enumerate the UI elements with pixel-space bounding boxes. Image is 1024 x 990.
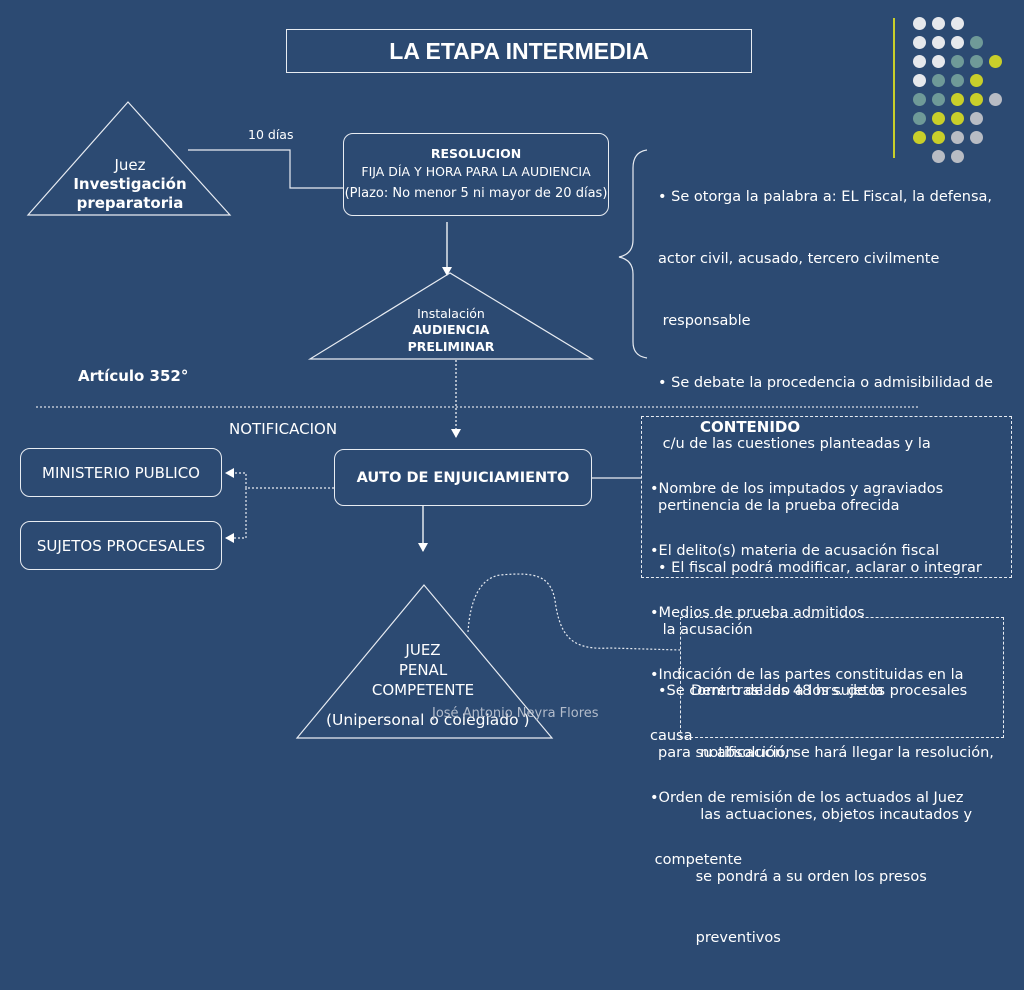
audiencia-triangle — [307, 272, 595, 360]
bullet-line: para su absolución — [658, 745, 795, 762]
contenido-line: •El delito(s) materia de acusación fisca… — [650, 542, 940, 559]
sujetos-procesales-box: SUJETOS PROCESALES — [20, 521, 222, 570]
audiencia-instalacion: Instalación — [417, 306, 485, 321]
juez-penal-line1: JUEZ — [405, 641, 441, 659]
contenido-line: •Medios de prueba admitidos — [650, 604, 865, 621]
dentro-box: Dentro de las 48 hrs. de la notificación… — [680, 617, 1004, 946]
dot — [989, 93, 1002, 106]
juez-penal-line4: (Unipersonal o colegiado ) — [326, 711, 530, 729]
diagram-connectors — [26, 101, 918, 739]
dentro-line: se pondrá a su orden los presos — [691, 868, 927, 885]
dot — [913, 112, 926, 125]
dot — [932, 131, 945, 144]
dot — [970, 36, 983, 49]
bullet-line: c/u de las cuestiones planteadas y la — [658, 436, 931, 453]
resolucion-heading: RESOLUCION — [430, 145, 522, 161]
contenido-line: •Indicación de las partes constituidas e… — [650, 666, 964, 683]
dot — [932, 55, 945, 68]
dot — [970, 131, 983, 144]
investigacion-subtitle: preparatoria — [76, 193, 184, 212]
dot — [932, 17, 945, 30]
dot — [913, 55, 926, 68]
dot — [932, 150, 945, 163]
decorative-vertical-line — [893, 18, 895, 158]
page-title: LA ETAPA INTERMEDIA — [286, 29, 752, 73]
dot — [951, 150, 964, 163]
investigacion-title: Investigación — [73, 174, 187, 193]
juez-penal-line3: COMPETENTE — [371, 680, 475, 699]
dot — [913, 74, 926, 87]
dot — [951, 36, 964, 49]
investigacion-juez: Juez — [114, 156, 146, 174]
bullet-line: • El fiscal podrá modificar, aclarar o i… — [658, 559, 982, 576]
investigacion-triangle — [26, 101, 232, 216]
plazo-label: 10 días — [248, 127, 294, 142]
bullet-line: • Se otorga la palabra a: EL Fiscal, la … — [658, 189, 993, 206]
contenido-line: •Nombre de los imputados y agraviados — [650, 481, 944, 498]
ministerio-publico-box: MINISTERIO PUBLICO — [20, 448, 222, 497]
bullet-line: pertinencia de la prueba ofrecida — [658, 498, 900, 515]
connector-auto-sujetos — [225, 488, 247, 543]
dot — [932, 93, 945, 106]
juez-penal-triangle — [295, 584, 554, 739]
audiencia-subtitle: PRELIMINAR — [407, 338, 495, 354]
dot — [913, 36, 926, 49]
dot — [951, 55, 964, 68]
dot — [970, 112, 983, 125]
juez-penal-line2: PENAL — [398, 660, 448, 679]
juez-penal-label: JUEZ PENAL COMPETENTE — [343, 641, 503, 700]
dentro-line: las actuaciones, objetos incautados y — [691, 806, 973, 823]
dot — [951, 74, 964, 87]
dot — [932, 74, 945, 87]
contenido-heading: CONTENIDO — [700, 418, 801, 436]
audiencia-label: Instalación AUDIENCIA PRELIMINAR — [371, 306, 531, 355]
dot — [989, 55, 1002, 68]
dot — [951, 17, 964, 30]
resolucion-plazo: (Plazo: No menor 5 ni mayor de 20 días) — [344, 186, 608, 202]
connector-investigacion-resolucion — [188, 149, 343, 189]
bullet-line: la acusación — [658, 621, 753, 638]
dot — [970, 55, 983, 68]
connector-juez-dentro — [467, 573, 681, 651]
audiencia-title: AUDIENCIA — [412, 322, 490, 338]
dot — [932, 36, 945, 49]
dentro-line: Dentro de las 48 hrs. de la — [691, 683, 884, 700]
dot — [970, 93, 983, 106]
bullet-line: •Se corre traslado a los sujetos procesa… — [658, 683, 968, 700]
dentro-line: notificación, se hará llegar la resoluci… — [691, 744, 994, 761]
bullet-line: responsable — [658, 312, 751, 329]
notificacion-label: NOTIFICACION — [229, 420, 338, 438]
resolucion-box: RESOLUCION FIJA DÍA Y HORA PARA LA AUDIE… — [343, 133, 609, 216]
dot — [913, 17, 926, 30]
bullet-line: actor civil, acusado, tercero civilmente — [658, 250, 940, 267]
author-credit: José Antonio Neyra Flores — [432, 706, 599, 721]
ministerio-publico-label: MINISTERIO PUBLICO — [42, 463, 200, 482]
dot — [951, 93, 964, 106]
dot — [951, 131, 964, 144]
dot — [951, 112, 964, 125]
bullet-line: • Se debate la procedencia o admisibilid… — [658, 374, 993, 391]
audiencia-bullets: • Se otorga la palabra a: EL Fiscal, la … — [658, 146, 993, 784]
dot — [913, 131, 926, 144]
contenido-line: causa — [650, 728, 693, 745]
articulo-label: Artículo 352° — [78, 367, 189, 385]
dot — [913, 93, 926, 106]
resolucion-detail: FIJA DÍA Y HORA PARA LA AUDIENCIA — [361, 164, 591, 180]
dot — [970, 74, 983, 87]
auto-enjuiciamiento-label: AUTO DE ENJUICIAMIENTO — [356, 469, 570, 486]
connector-auto-notificacion — [225, 468, 334, 489]
bullets-bracket — [618, 149, 648, 359]
dot — [932, 112, 945, 125]
sujetos-procesales-label: SUJETOS PROCESALES — [36, 536, 206, 555]
dentro-text: Dentro de las 48 hrs. de la notificación… — [691, 640, 994, 990]
contenido-box: CONTENIDO •Nombre de los imputados y agr… — [641, 416, 1012, 868]
dentro-line: preventivos — [691, 930, 781, 947]
auto-enjuiciamiento-box: AUTO DE ENJUICIAMIENTO — [334, 449, 592, 506]
investigacion-label: Juez Investigación preparatoria — [40, 156, 220, 212]
